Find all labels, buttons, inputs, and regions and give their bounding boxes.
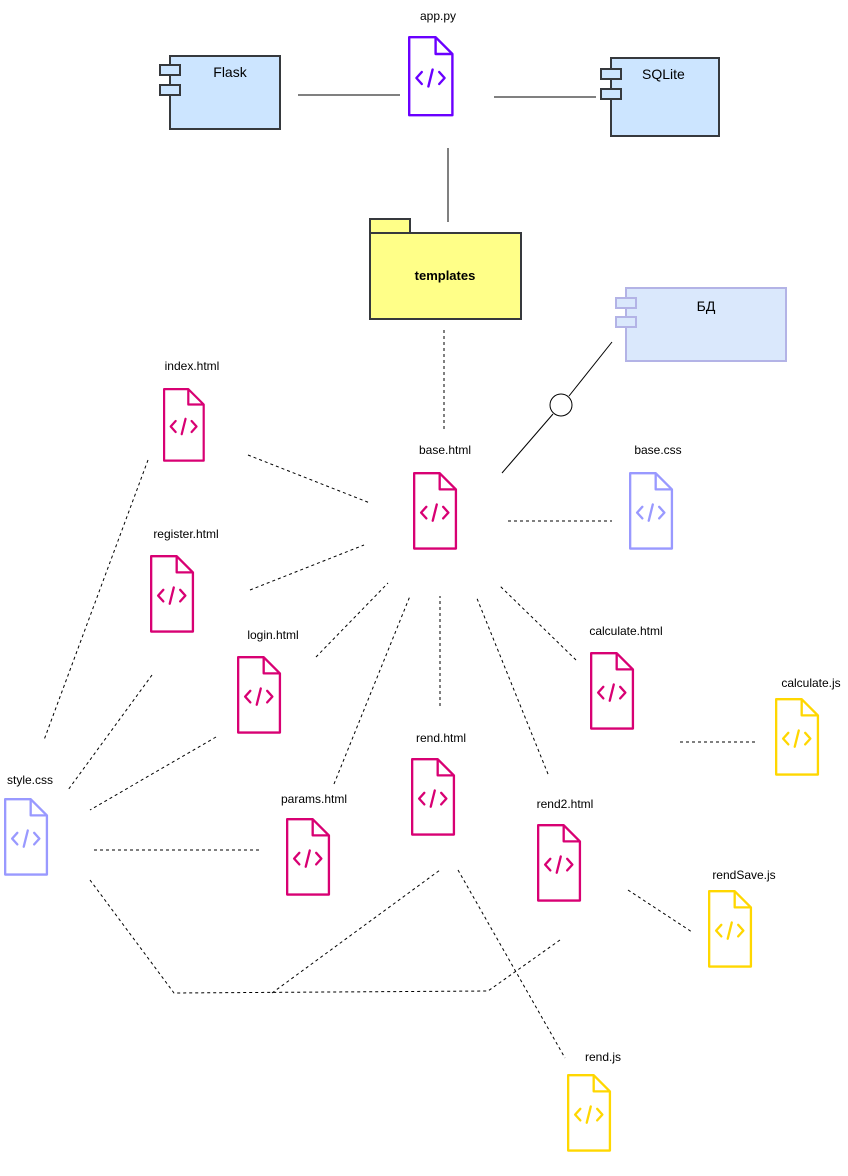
component-label-sqlite: SQLite (642, 66, 685, 82)
file-rendsave-js[interactable]: rendSave.js (707, 868, 776, 968)
file-login[interactable]: login.html (237, 628, 299, 734)
code-file-icon (163, 388, 205, 462)
file-style-css[interactable]: style.css (3, 773, 53, 876)
edge-rend2-stylecss (89, 879, 561, 994)
code-file-icon (566, 1074, 612, 1152)
edge-register-stylecss (67, 674, 153, 791)
edge-index-base (247, 454, 371, 504)
file-label: index.html (165, 359, 220, 373)
edge-rend-rendjs (457, 869, 566, 1059)
edge-login-stylecss (89, 736, 217, 811)
code-file-icon (286, 817, 331, 896)
component-icon (615, 297, 637, 328)
code-file-icon (707, 889, 753, 968)
edge-base-db (501, 341, 613, 474)
file-label: style.css (7, 773, 53, 787)
code-file-icon (628, 472, 674, 550)
file-register[interactable]: register.html (150, 527, 219, 633)
edge-rend2-rendsavejs (627, 889, 693, 933)
edge-index-stylecss (43, 459, 149, 741)
file-label: register.html (153, 527, 218, 541)
folder-label: templates (415, 268, 476, 283)
connections (43, 94, 756, 1059)
file-rend-js[interactable]: rend.js (566, 1050, 621, 1152)
files-layer: app.py index.html base.html base.css registe… (3, 9, 841, 1152)
folder-icon (369, 218, 522, 320)
file-label: app.py (420, 9, 456, 23)
edge-rend2-base (475, 595, 549, 775)
file-calculate[interactable]: calculate.html (589, 624, 663, 730)
code-file-icon (3, 797, 49, 876)
file-index[interactable]: index.html (163, 359, 220, 462)
interface-lollipop-icon (549, 393, 573, 417)
component-db[interactable]: БД (615, 287, 787, 362)
file-params[interactable]: params.html (281, 792, 347, 896)
file-label: rend2.html (537, 797, 594, 811)
file-label: calculate.js (781, 676, 840, 690)
file-label: rend.js (585, 1050, 621, 1064)
code-file-icon (408, 36, 454, 117)
component-label-db: БД (697, 298, 716, 314)
edge-login-base (315, 582, 389, 658)
code-file-icon (150, 554, 195, 633)
code-file-icon (536, 823, 582, 902)
edge-rend-stylecss (271, 869, 441, 994)
file-label: login.html (247, 628, 298, 642)
file-rend2[interactable]: rend2.html (536, 797, 594, 902)
folder-templates[interactable]: templates (369, 218, 522, 320)
file-base-css[interactable]: base.css (628, 443, 682, 550)
file-label: calculate.html (589, 624, 662, 638)
component-icon (159, 64, 181, 96)
edge-calculate-base (499, 585, 577, 661)
code-file-icon (413, 472, 458, 550)
file-app[interactable]: app.py (408, 9, 456, 117)
file-label: rend.html (416, 731, 466, 745)
code-file-icon (237, 655, 282, 734)
file-label: rendSave.js (712, 868, 775, 882)
edge-params-base (333, 595, 411, 785)
file-rend[interactable]: rend.html (411, 731, 466, 836)
component-icon (600, 68, 622, 100)
edge-register-base (249, 544, 365, 591)
code-file-icon (411, 757, 456, 836)
code-file-icon (774, 697, 820, 776)
component-flask[interactable]: Flask (159, 55, 281, 130)
file-label: params.html (281, 792, 347, 806)
file-calculate-js[interactable]: calculate.js (774, 676, 841, 776)
file-label: base.html (419, 443, 471, 457)
code-file-icon (589, 651, 635, 730)
file-base[interactable]: base.html (413, 443, 471, 550)
file-label: base.css (634, 443, 681, 457)
component-label-flask: Flask (213, 64, 247, 80)
component-sqlite[interactable]: SQLite (600, 57, 720, 137)
